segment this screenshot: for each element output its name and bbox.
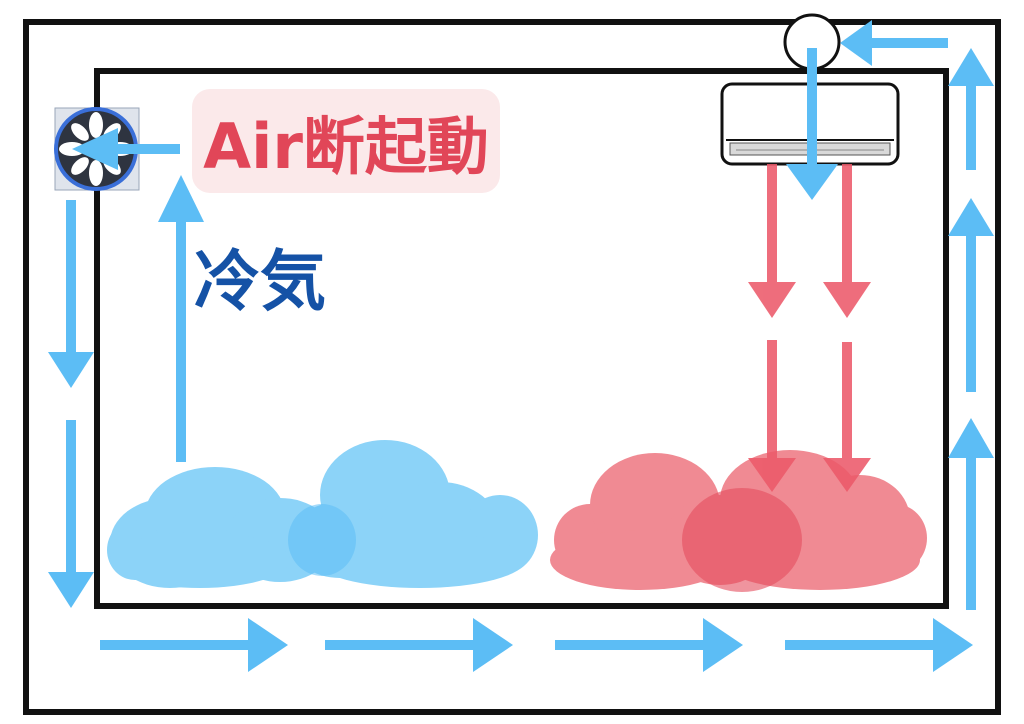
- cool-air-label: 冷気: [194, 243, 326, 320]
- cool-cloud-overlap: [288, 504, 356, 576]
- warm-cloud-overlap: [682, 488, 802, 592]
- fan-status-label: Air断起動: [192, 89, 500, 193]
- outer-wall: [23, 19, 1001, 715]
- inner-room: [94, 68, 949, 609]
- warm-air-flow-arrows: [748, 164, 871, 492]
- cool-air-flow-arrows: [48, 20, 994, 672]
- cool-air-cloud: [107, 440, 538, 588]
